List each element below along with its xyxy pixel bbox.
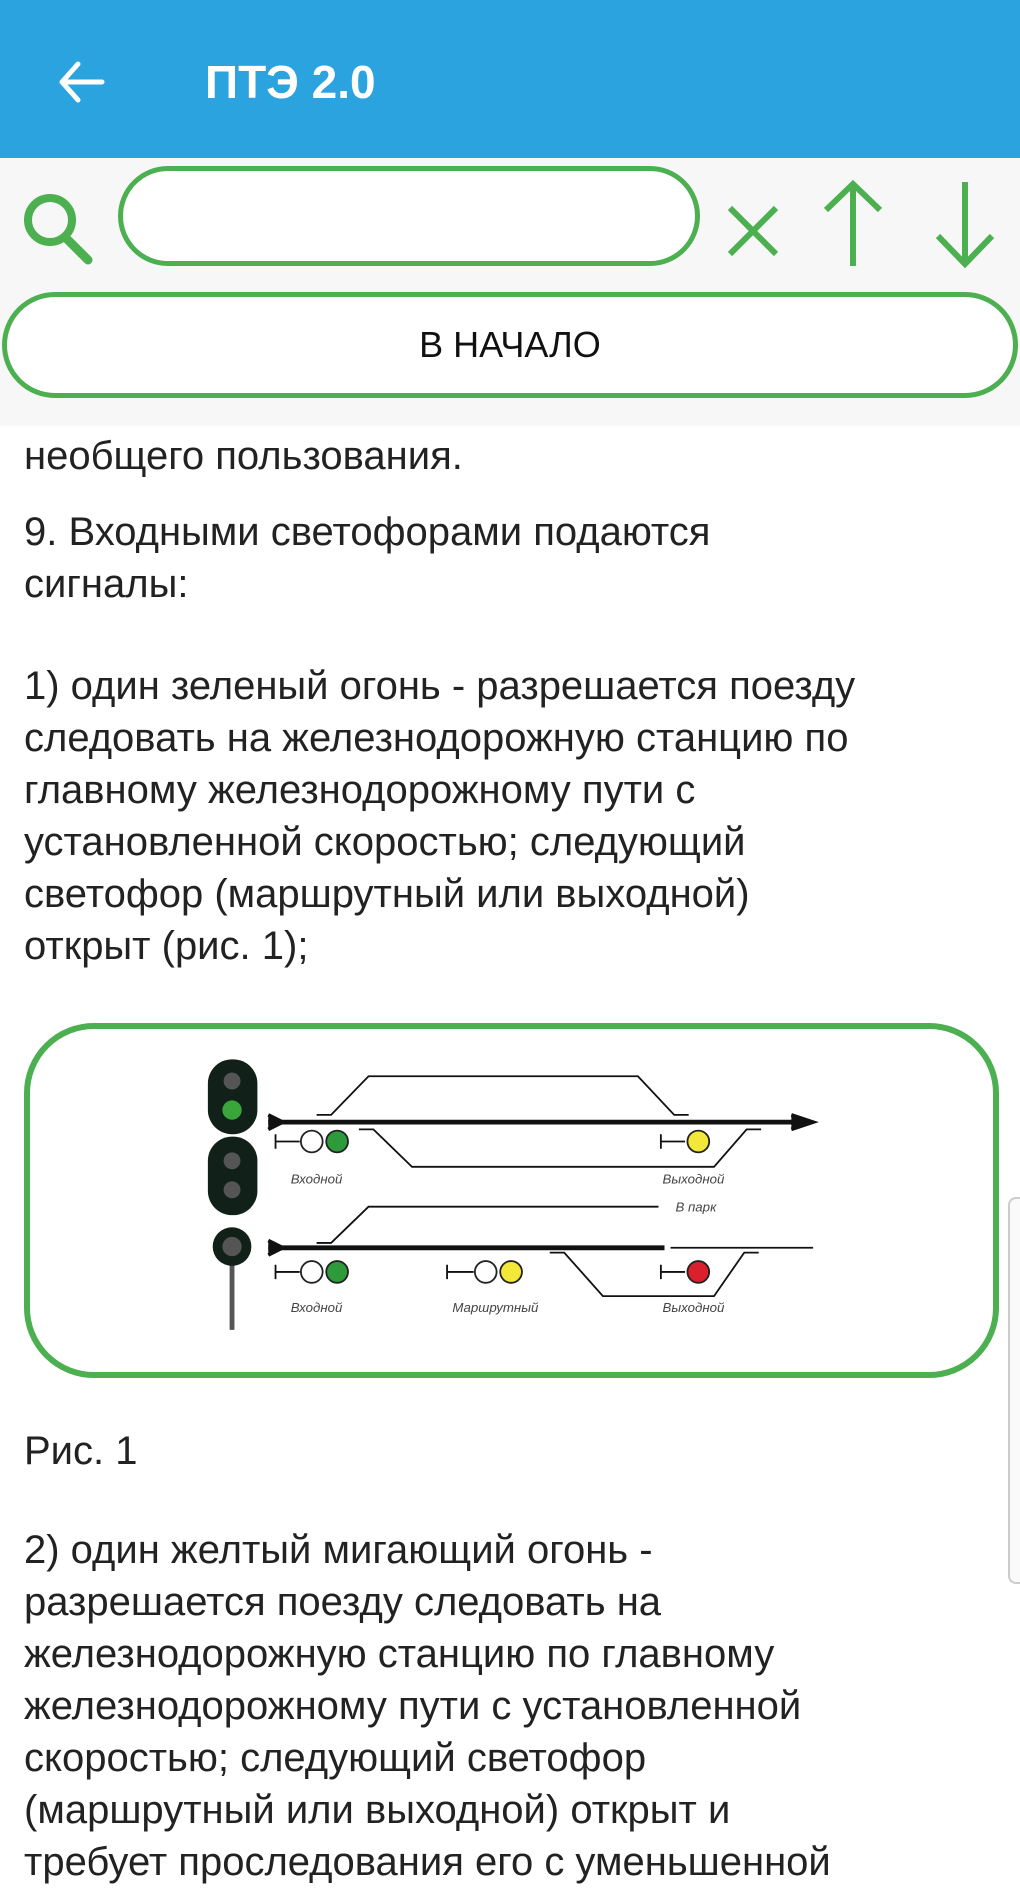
label-exit-1: Выходной bbox=[663, 1172, 725, 1187]
text-line: разрешается поезду следовать на bbox=[24, 1580, 662, 1624]
text-line: необщего пользования. bbox=[24, 434, 463, 478]
text-line: светофор (маршрутный или выходной) bbox=[24, 872, 750, 916]
app-bar: ПТЭ 2.0 bbox=[0, 0, 1020, 158]
text-line: скоростью; следующий светофор bbox=[24, 1736, 647, 1780]
label-route: Маршрутный bbox=[452, 1300, 539, 1315]
text-line: (маршрутный или выходной) открыт и bbox=[24, 1788, 731, 1832]
text-line: 2) один желтый мигающий огонь - bbox=[24, 1528, 653, 1572]
paragraph-1: 1) один зеленый огонь - разрешается поез… bbox=[24, 660, 1004, 972]
arrow-up-icon[interactable] bbox=[818, 178, 888, 268]
close-icon[interactable] bbox=[718, 178, 788, 268]
scrollbar[interactable] bbox=[1008, 1197, 1020, 1584]
text-line: 1) один зеленый огонь - разрешается поез… bbox=[24, 664, 856, 708]
label-park: В парк bbox=[675, 1200, 717, 1215]
search-panel: В НАЧАЛО bbox=[0, 158, 1020, 426]
figure-frame[interactable] bbox=[24, 1023, 999, 1378]
search-input[interactable] bbox=[118, 166, 700, 266]
clipped-text: необщего пользования. bbox=[24, 430, 1004, 482]
entry-signal-mast bbox=[207, 1059, 258, 1330]
text-line: главному железнодорожному пути с bbox=[24, 768, 696, 812]
home-button[interactable]: В НАЧАЛО bbox=[2, 292, 1018, 398]
label-entry-2: Входной bbox=[291, 1300, 343, 1315]
text-line: Рис. 1 bbox=[24, 1429, 138, 1473]
text-line: железнодорожную станцию по главному bbox=[24, 1632, 775, 1676]
paragraph-2: 2) один желтый мигающий огонь - разрешае… bbox=[24, 1524, 1004, 1888]
arrow-down-icon[interactable] bbox=[930, 178, 1000, 268]
text-line: 9. Входными светофорами подаются bbox=[24, 510, 711, 554]
text-line: установленной скоростью; следующий bbox=[24, 820, 746, 864]
page-title: ПТЭ 2.0 bbox=[205, 56, 376, 108]
text-line: открыт (рис. 1); bbox=[24, 924, 309, 968]
label-entry-1: Входной bbox=[291, 1172, 343, 1187]
text-line: сигналы: bbox=[24, 562, 189, 606]
arrow-left-icon[interactable] bbox=[52, 52, 112, 112]
search-icon[interactable] bbox=[18, 188, 102, 272]
text-line: железнодорожному пути с установленной bbox=[24, 1684, 802, 1728]
text-line: следовать на железнодорожную станцию по bbox=[24, 716, 849, 760]
paragraph-9: 9. Входными светофорами подаются сигналы… bbox=[24, 506, 1004, 610]
signal-diagram: Входной Выходной В парк Входной Маршрутн… bbox=[207, 1059, 819, 1330]
figure-caption: Рис. 1 bbox=[24, 1425, 1004, 1477]
label-exit-2: Выходной bbox=[663, 1300, 725, 1315]
text-line: требует проследования его с уменьшенной bbox=[24, 1840, 831, 1884]
